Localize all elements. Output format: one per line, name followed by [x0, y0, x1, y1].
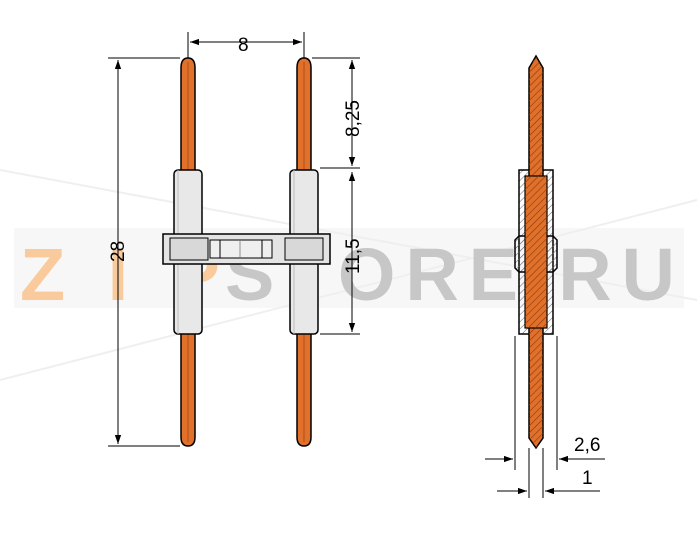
side-view-section — [514, 54, 558, 450]
dim-overall-length: 28 — [108, 57, 180, 447]
dim-housing-length-label: 11,5 — [343, 238, 364, 274]
watermark: ZIP STORE.RU — [0, 169, 697, 381]
dim-pin-spacing-label: 8 — [238, 35, 249, 56]
dim-pin-thickness: 2,6 — [485, 336, 605, 470]
dim-pin-spacing: 8 — [187, 32, 305, 58]
dim-tip-length-label: 8,25 — [343, 100, 364, 137]
dim-housing-length: 11,5 — [320, 172, 364, 335]
dim-overall-length-label: 28 — [108, 241, 129, 262]
dim-plate-thickness: 1 — [497, 448, 600, 498]
dim-plate-thickness-label: 1 — [582, 468, 593, 489]
dim-pin-thickness-label: 2,6 — [574, 435, 600, 456]
dim-tip-length: 8,25 — [312, 57, 364, 169]
bridge-connector — [162, 233, 331, 265]
